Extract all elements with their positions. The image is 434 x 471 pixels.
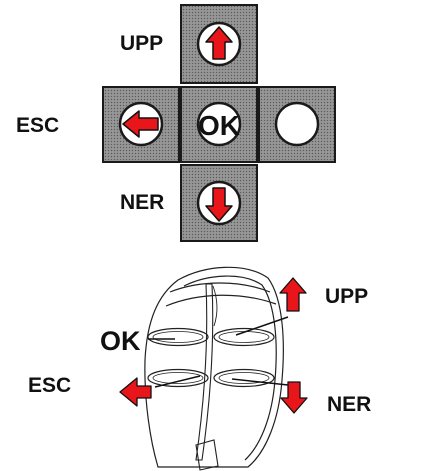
escape-key[interactable] (102, 86, 180, 163)
leader-lines (148, 316, 289, 388)
fob-up-button[interactable] (213, 327, 275, 347)
blank-key[interactable] (258, 86, 336, 163)
fob-arrow-left-icon (119, 377, 152, 407)
ok-key[interactable]: OK (180, 86, 258, 163)
arrow-left-icon (122, 110, 159, 138)
keypad-down-label: NER (120, 191, 164, 214)
remote-fob (144, 266, 284, 471)
down-key[interactable] (180, 164, 258, 242)
keypad-escape-label: ESC (16, 114, 59, 137)
fob-down-button[interactable] (213, 368, 275, 388)
fob-escape-label: ESC (28, 374, 71, 397)
fob-arrow-up-icon (279, 277, 307, 312)
fob-ok-button[interactable] (147, 327, 209, 347)
up-key[interactable] (180, 4, 258, 84)
fob-escape-button[interactable] (147, 368, 209, 388)
fob-down-label: NER (327, 393, 371, 416)
fob-ok-label: OK (100, 326, 141, 356)
keypad-up-label: UPP (120, 32, 163, 55)
arrow-down-icon (205, 187, 233, 222)
ok-key-label: OK (198, 110, 240, 141)
keypad: OK (102, 4, 336, 242)
fob-arrow-down-icon (280, 381, 308, 414)
arrow-up-icon (205, 26, 233, 60)
fob-up-label: UPP (325, 285, 368, 308)
